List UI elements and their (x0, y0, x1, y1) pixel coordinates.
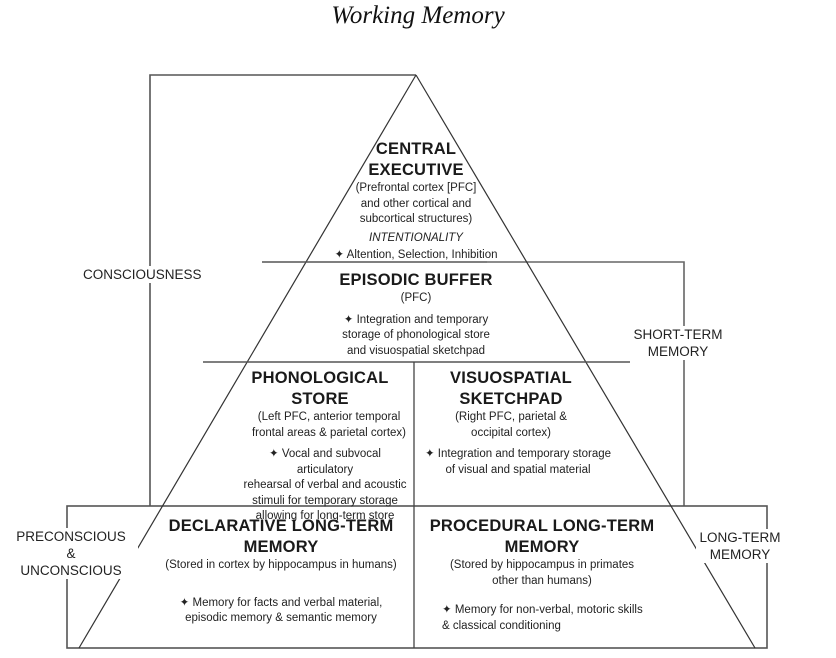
label-preconscious-unconscious: PRECONSCIOUS & UNCONSCIOUS (4, 528, 138, 579)
label-consciousness-text: CONSCIOUSNESS (83, 267, 202, 282)
location-line: (Right PFC, parietal & (455, 411, 567, 423)
bullet-icon: ✦ (269, 448, 279, 460)
heading-line: MEMORY (243, 538, 319, 556)
visuospatial-sketchpad-heading: VISUOSPATIAL SKETCHPAD (404, 368, 618, 410)
label-preconscious-line2: & (66, 546, 76, 561)
function-line: stimuli for temporary storage (252, 494, 398, 507)
heading-line: STORE (291, 390, 349, 408)
label-consciousness: CONSCIOUSNESS (80, 266, 205, 283)
declarative-ltm-function: ✦ Memory for facts and verbal material, … (148, 596, 414, 627)
label-preconscious-line1: PRECONSCIOUS (16, 529, 126, 544)
procedural-ltm-heading: PROCEDURAL LONG-TERM MEMORY (414, 516, 670, 558)
phonological-store: PHONOLOGICAL STORE (Left PFC, anterior t… (210, 368, 410, 525)
bullet-icon: ✦ (334, 249, 345, 261)
label-short-term-line2: MEMORY (647, 344, 709, 359)
short-term-bracket (487, 261, 685, 506)
label-short-term-memory: SHORT-TERM MEMORY (628, 326, 728, 360)
function-line: allowing for long-term store (255, 510, 395, 522)
function-line: & classical conditioning (442, 619, 561, 632)
consciousness-bracket (149, 74, 416, 506)
episodic-buffer-heading: EPISODIC BUFFER (339, 271, 493, 289)
location-line: occipital cortex) (471, 426, 551, 439)
heading-line: EXECUTIVE (368, 161, 464, 179)
visuospatial-sketchpad: VISUOSPATIAL SKETCHPAD (Right PFC, parie… (418, 368, 618, 478)
function-text: Altention, Selection, Inhibition (346, 249, 498, 261)
central-executive: CENTRAL EXECUTIVE (Prefrontal cortex [PF… (316, 139, 516, 264)
function-line: Memory for facts and verbal material, (192, 596, 383, 609)
central-executive-function: ✦ Altention, Selection, Inhibition (316, 248, 516, 264)
location-line: (Stored by hippocampus in primates (449, 559, 635, 571)
location-line: and other cortical and (360, 197, 472, 210)
visuospatial-sketchpad-location: (Right PFC, parietal & occipital cortex) (404, 410, 618, 441)
heading-line: VISUOSPATIAL (450, 369, 572, 387)
declarative-ltm-heading: DECLARATIVE LONG-TERM MEMORY (148, 516, 414, 558)
episodic-buffer-function: ✦ Integration and temporary storage of p… (296, 313, 536, 360)
function-line: Integration and temporary (356, 313, 489, 326)
central-executive-subtitle: INTENTIONALITY (369, 231, 463, 244)
function-line: rehearsal of verbal and acoustic (243, 479, 407, 491)
location-line: (Left PFC, anterior temporal (257, 411, 401, 423)
declarative-ltm-location: (Stored in cortex by hippocampus in huma… (165, 559, 397, 571)
episodic-buffer: EPISODIC BUFFER (PFC) ✦ Integration and … (296, 270, 536, 359)
function-line: Vocal and subvocal articulatory (281, 448, 381, 476)
bullet-icon: ✦ (179, 596, 190, 609)
label-preconscious-line3: UNCONSCIOUS (20, 563, 122, 578)
procedural-ltm-location: (Stored by hippocampus in primates other… (414, 558, 670, 589)
heading-line: CENTRAL (375, 140, 457, 158)
episodic-buffer-location: (PFC) (400, 292, 432, 304)
location-line: (Prefrontal cortex [PFC] (355, 182, 477, 194)
function-line: episodic memory & semantic memory (185, 612, 377, 624)
heading-line: DECLARATIVE LONG-TERM (168, 517, 394, 535)
diagram-title: Working Memory (331, 2, 505, 29)
label-long-term-memory: LONG-TERM MEMORY (696, 529, 784, 563)
function-line: and visuospatial sketchpad (346, 344, 486, 357)
bullet-icon: ✦ (442, 604, 452, 616)
heading-line: PHONOLOGICAL (251, 369, 389, 387)
function-line: storage of phonological store (342, 329, 490, 341)
phonological-store-location: (Left PFC, anterior temporal frontal are… (248, 410, 410, 441)
heading-line: MEMORY (504, 538, 580, 556)
phonological-store-function: ✦ Vocal and subvocal articulatory rehear… (240, 447, 410, 525)
procedural-long-term-memory: PROCEDURAL LONG-TERM MEMORY (Stored by h… (414, 516, 670, 634)
bullet-icon: ✦ (343, 313, 354, 326)
procedural-ltm-function: ✦ Memory for non-verbal, motoric skills … (442, 603, 670, 634)
function-line: of visual and spatial material (445, 463, 591, 476)
function-line: Integration and temporary storage (437, 448, 612, 460)
central-executive-location: (Prefrontal cortex [PFC] and other corti… (316, 181, 516, 228)
label-long-term-line1: LONG-TERM (699, 530, 781, 545)
phonological-store-heading: PHONOLOGICAL STORE (230, 368, 410, 410)
label-short-term-line1: SHORT-TERM (633, 327, 723, 342)
heading-line: SKETCHPAD (459, 390, 563, 408)
location-line: other than humans) (492, 574, 592, 587)
central-executive-heading: CENTRAL EXECUTIVE (316, 139, 516, 181)
location-line: frontal areas & parietal cortex) (251, 426, 407, 439)
visuospatial-sketchpad-function: ✦ Integration and temporary storage of v… (418, 447, 618, 478)
function-line: Memory for non-verbal, motoric skills (454, 604, 643, 616)
bullet-icon: ✦ (424, 448, 435, 460)
label-long-term-line2: MEMORY (709, 547, 771, 562)
declarative-long-term-memory: DECLARATIVE LONG-TERM MEMORY (Stored in … (148, 516, 414, 627)
location-line: subcortical structures) (359, 213, 473, 225)
heading-line: PROCEDURAL LONG-TERM (429, 517, 655, 535)
